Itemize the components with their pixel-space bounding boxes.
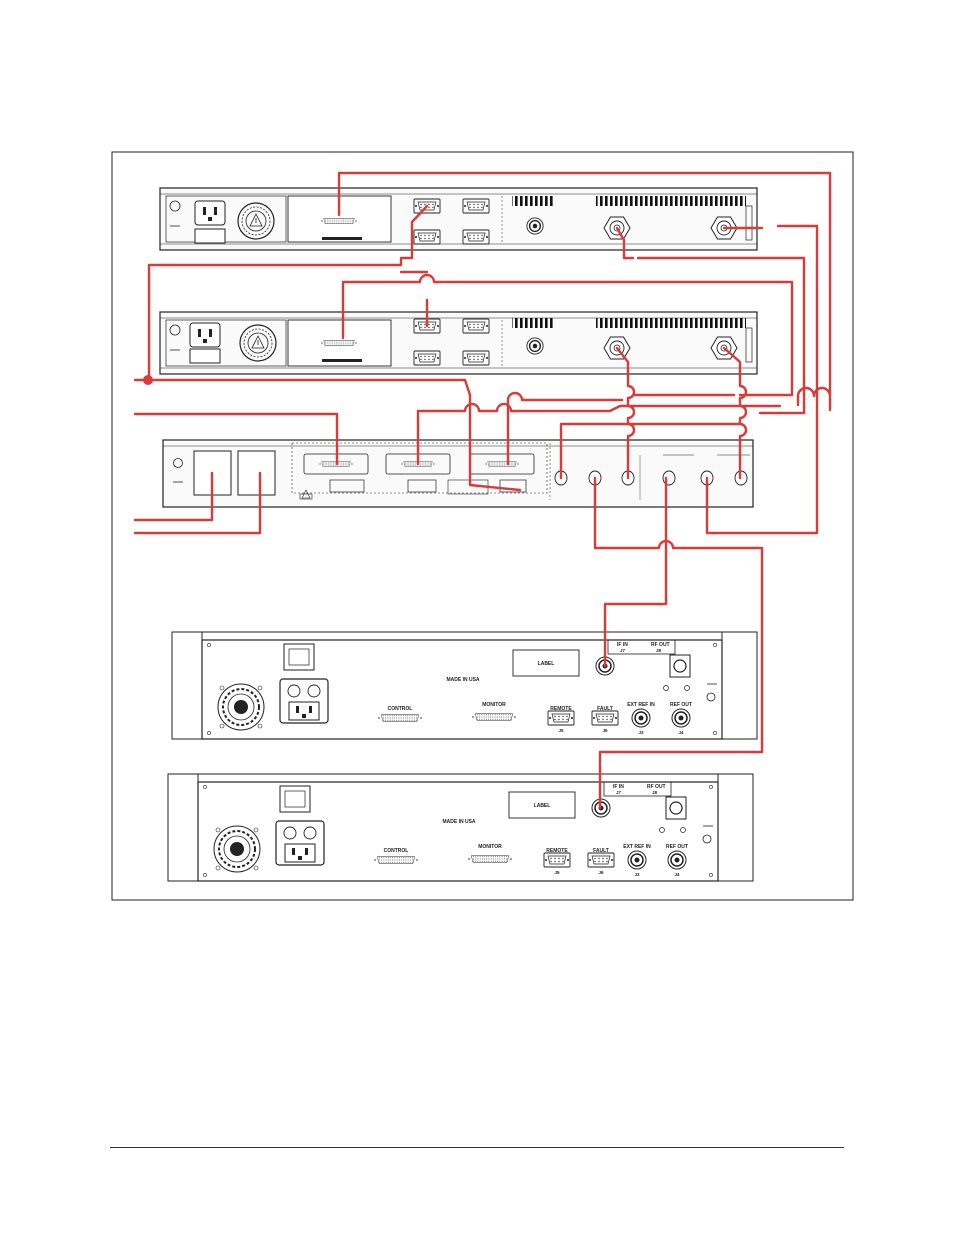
- cable: [559, 422, 742, 480]
- remote-id: J5: [558, 728, 564, 733]
- cable: [615, 226, 806, 415]
- db9-connector: [462, 229, 490, 245]
- rf-out-label: RF OUT: [651, 642, 670, 648]
- remote-label: REMOTE: [546, 848, 568, 854]
- db9-connector: [413, 350, 441, 366]
- label-plate: LABEL: [538, 661, 555, 667]
- if-in-label: IF IN: [613, 784, 624, 790]
- fault-label: FAULT: [593, 848, 609, 854]
- monitor-label: MONITOR: [482, 702, 506, 708]
- remote-connector: [543, 852, 571, 868]
- cable: [722, 346, 748, 480]
- cable: [133, 471, 214, 522]
- ext-ref-in-id: J3: [638, 730, 644, 735]
- power-inlet: [189, 322, 221, 364]
- rf-out-label: RF OUT: [647, 784, 666, 790]
- cable: [133, 471, 262, 535]
- ref-out-label: REF OUT: [670, 702, 692, 708]
- ext-ref-in-id: J3: [634, 872, 640, 877]
- ext-ref-in-label: EXT REF IN: [623, 844, 651, 850]
- converter-unit-2: LABEL MADE IN USA IF IN J7 RF OUT J8 CON…: [167, 773, 754, 882]
- footer-rule: [110, 1147, 844, 1148]
- bnc-connector: [526, 337, 544, 355]
- made-in-text: MADE IN USA: [446, 677, 479, 683]
- if-in-label: IF IN: [617, 642, 628, 648]
- cable: [506, 391, 624, 466]
- power-inlet: [194, 200, 226, 244]
- db9-connector: [413, 229, 441, 245]
- ref-out-label: REF OUT: [666, 844, 688, 850]
- cable: [468, 393, 522, 492]
- figure-frame: [111, 151, 854, 901]
- remote-connector: [547, 710, 575, 726]
- ref-out-id: J4: [678, 730, 684, 735]
- db9-connector: [462, 350, 490, 366]
- amplifier-unit-1: [159, 187, 758, 251]
- control-connector: [377, 714, 423, 722]
- cable: [133, 378, 472, 397]
- amplifier-unit-2: [159, 311, 758, 375]
- ext-ref-in-connector: [627, 850, 647, 870]
- control-connector: [320, 218, 358, 224]
- fault-connector: [587, 852, 615, 868]
- if-in-id: J7: [620, 648, 626, 653]
- ref-out-connector: [671, 708, 691, 728]
- fault-label: FAULT: [597, 706, 613, 712]
- cable: [615, 346, 636, 480]
- db9-connector: [462, 318, 490, 334]
- cable: [705, 224, 819, 535]
- if-in-id: J7: [616, 790, 622, 795]
- remote-id: J5: [554, 870, 560, 875]
- remote-label: REMOTE: [550, 706, 572, 712]
- control-label: CONTROL: [388, 706, 413, 712]
- ref-out-id: J4: [674, 872, 680, 877]
- cable: [593, 476, 764, 810]
- cable: [399, 270, 429, 328]
- monitor-connector: [471, 713, 517, 721]
- label-plate: LABEL: [534, 803, 551, 809]
- cable: [603, 476, 668, 668]
- control-label: CONTROL: [384, 848, 409, 854]
- control-connector: [373, 856, 419, 864]
- cable: [341, 273, 794, 397]
- fault-id: J6: [598, 870, 604, 875]
- cable: [337, 171, 832, 407]
- fault-id: J6: [602, 728, 608, 733]
- monitor-connector: [467, 855, 513, 863]
- cable: [147, 204, 429, 382]
- made-in-text: MADE IN USA: [442, 819, 475, 825]
- control-connector: [485, 461, 519, 467]
- cable: [133, 412, 339, 466]
- rf-out-id: J8: [656, 648, 662, 653]
- ref-out-connector: [667, 850, 687, 870]
- rf-out-id: J8: [652, 790, 658, 795]
- ext-ref-in-connector: [631, 708, 651, 728]
- cable-set: [133, 171, 832, 810]
- junction-dot: [143, 375, 153, 385]
- monitor-label: MONITOR: [478, 844, 502, 850]
- ground-stud: [169, 200, 181, 227]
- cable: [416, 402, 782, 466]
- fault-connector: [591, 710, 619, 726]
- redundancy-switch-unit: [162, 439, 754, 508]
- ground-stud: [169, 324, 181, 351]
- ext-ref-in-label: EXT REF IN: [627, 702, 655, 708]
- db9-connector: [462, 198, 490, 214]
- bnc-connector: [526, 217, 544, 235]
- control-connector: [320, 340, 358, 346]
- converter-unit-1: LABEL MADE IN USA IF IN J7 RF OUT J8 CON…: [171, 631, 758, 740]
